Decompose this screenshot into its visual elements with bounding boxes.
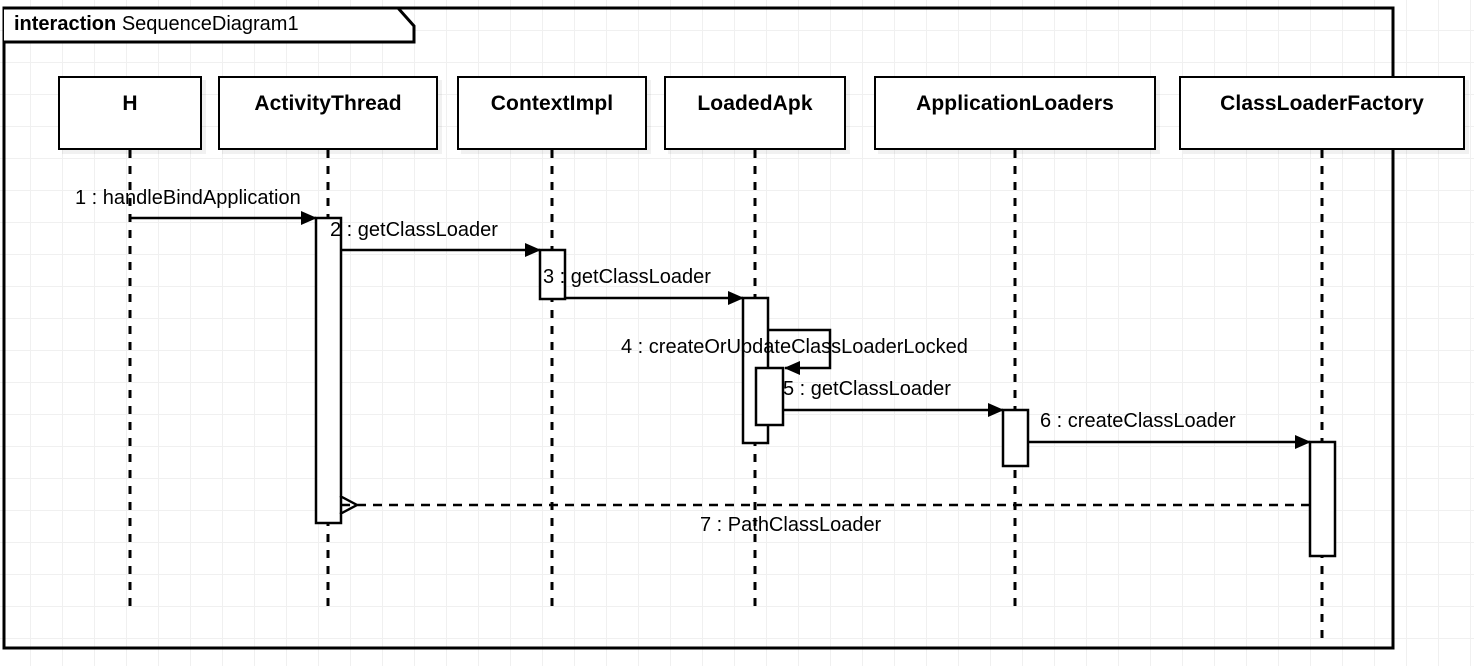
activation-bars	[314, 216, 1337, 558]
lifeline-label-contextimpl: ContextImpl	[490, 92, 614, 115]
lifeline-label-classloaderfactory: ClassLoaderFactory	[1220, 92, 1424, 115]
activation-bar-contextimpl	[538, 248, 567, 301]
message-label-7: 7 : PathClassLoader	[700, 514, 882, 536]
lifeline-label-activitythread: ActivityThread	[254, 92, 402, 115]
lifeline-header-applicationloaders[interactable]: ApplicationLoaders	[874, 76, 1156, 150]
frame-keyword: interaction	[14, 13, 117, 35]
activation-bar-applicationloaders	[1001, 408, 1030, 468]
activation-bar-loadedapk-nested	[754, 366, 785, 427]
lifeline-header-activitythread[interactable]: ActivityThread	[218, 76, 438, 150]
frame-title: interaction SequenceDiagram1	[14, 14, 299, 34]
lifeline-header-classloaderfactory[interactable]: ClassLoaderFactory	[1179, 76, 1465, 150]
message-label-4: 4 : createOrUpdateClassLoaderLocked	[621, 336, 968, 358]
lifeline-label-applicationloaders: ApplicationLoaders	[916, 92, 1114, 115]
activation-bar-classloaderfactory	[1308, 440, 1337, 558]
frame-name: SequenceDiagram1	[121, 13, 299, 35]
frame-border	[2, 6, 1395, 650]
frame-name-tab	[4, 6, 416, 44]
lifeline-header-loadedapk[interactable]: LoadedApk	[664, 76, 846, 150]
message-arrow-4-self	[768, 328, 832, 375]
message-label-2: 2 : getClassLoader	[330, 219, 498, 241]
message-arrows	[130, 211, 1311, 505]
message-label-1: 1 : handleBindApplication	[75, 187, 301, 209]
lifeline-stems	[128, 150, 1324, 640]
message-label-6: 6 : createClassLoader	[1040, 410, 1236, 432]
lifeline-header-h[interactable]: H	[58, 76, 202, 150]
lifeline-label-h: H	[122, 92, 138, 115]
lifeline-header-contextimpl[interactable]: ContextImpl	[457, 76, 647, 150]
lifeline-label-loadedapk: LoadedApk	[697, 92, 813, 115]
interaction-frame	[2, 6, 1395, 650]
message-label-5: 5 : getClassLoader	[783, 378, 951, 400]
message-label-3: 3 : getClassLoader	[543, 266, 711, 288]
activation-bar-activitythread	[314, 216, 343, 525]
